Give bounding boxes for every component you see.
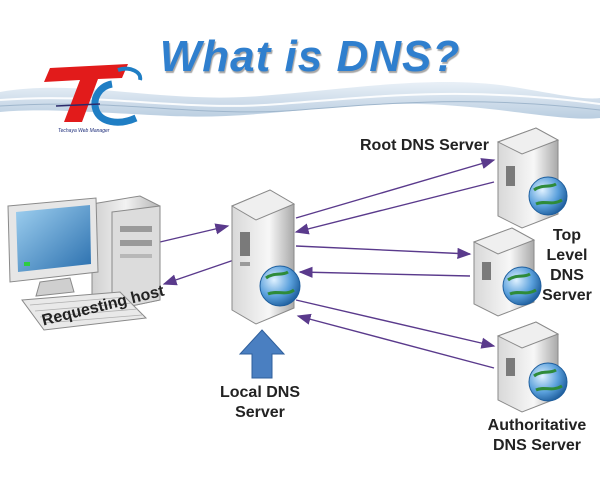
local-dns-server-label: Local DNS Server bbox=[210, 383, 310, 423]
logo-icon bbox=[44, 64, 143, 126]
authoritative-server-icon bbox=[496, 321, 568, 413]
arrow-tld-to-local bbox=[298, 266, 471, 278]
authoritative-dns-server-label: Authoritative DNS Server bbox=[478, 416, 596, 456]
arrow-local-to-host bbox=[162, 259, 235, 286]
arrow-local-to-root bbox=[295, 158, 496, 219]
local-label-line: Local DNS bbox=[219, 384, 300, 401]
tld-label-line: DNS bbox=[550, 267, 584, 284]
auth-label-line: Authoritative bbox=[487, 417, 587, 434]
arrow-root-to-local bbox=[294, 181, 495, 235]
tld-server-icon bbox=[472, 227, 542, 317]
page-title: What is DNS? bbox=[159, 32, 461, 81]
root-dns-server-label: Root DNS Server bbox=[360, 137, 489, 154]
tld-label-line: Level bbox=[546, 247, 588, 264]
auth-label-line: DNS Server bbox=[492, 437, 582, 454]
tld-label-line: Top bbox=[552, 227, 582, 244]
tld-label-line: Server bbox=[542, 287, 592, 304]
tld-dns-server-label: Top Level DNS Server bbox=[536, 226, 598, 306]
logo-tagline: Techaya Web Manager bbox=[58, 128, 110, 134]
arrow-auth-to-local bbox=[296, 313, 495, 369]
local-server-icon bbox=[230, 189, 301, 325]
root-server-icon bbox=[496, 127, 568, 229]
arrow-local-to-tld bbox=[295, 245, 472, 260]
local-label-line: Server bbox=[235, 404, 285, 421]
arrow-host-to-local bbox=[159, 223, 230, 243]
arrow-local-to-auth bbox=[295, 299, 496, 349]
up-arrow-icon bbox=[238, 329, 286, 379]
